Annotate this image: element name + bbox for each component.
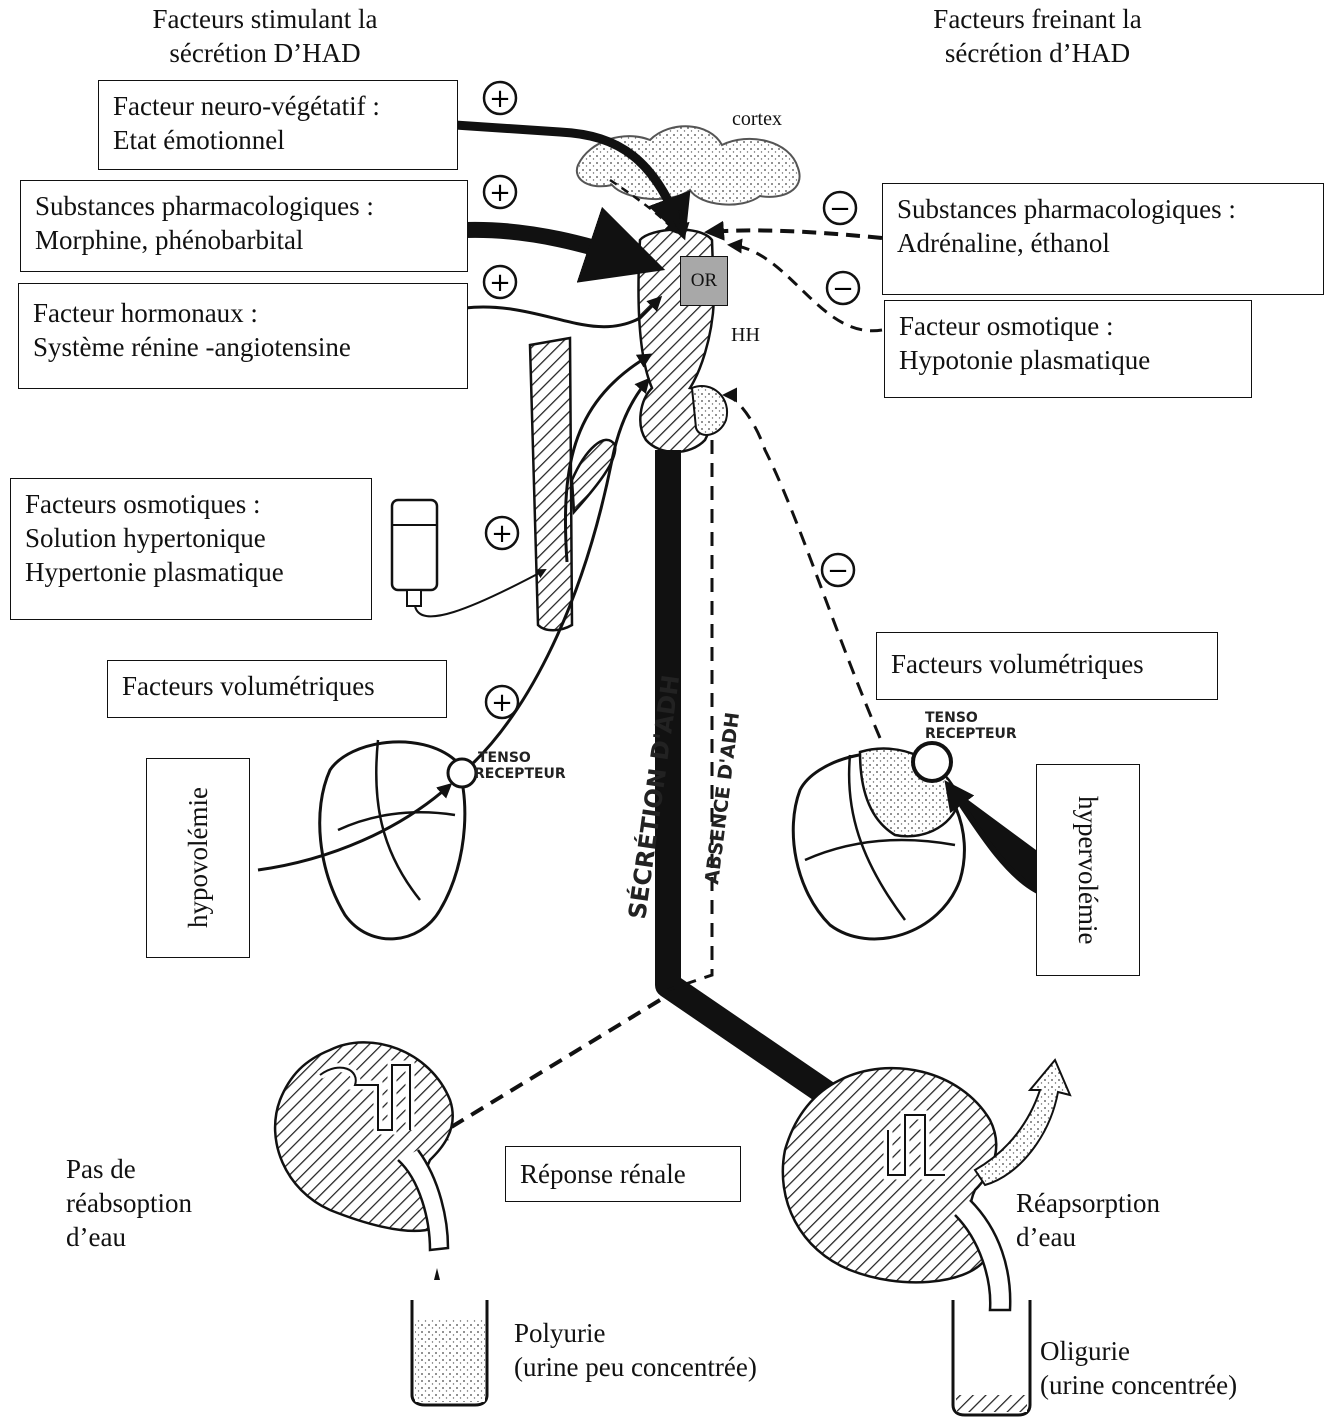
blood-vessel (530, 338, 572, 630)
baroreceptor-left (448, 759, 476, 787)
plus-sign-2: + (484, 176, 516, 208)
pharma-stim-title: Substances pharmacologiques : (35, 189, 453, 223)
hypovolemia-text: hypovolémie (181, 788, 215, 929)
renal-response-text: Réponse rénale (520, 1157, 726, 1191)
no-reabsorption-label: Pas de réabsoption d’eau (66, 1152, 192, 1254)
hormonal-detail: Système rénine -angiotensine (33, 330, 453, 364)
box-osmotic-inhibiting: Facteur osmotique : Hypotonie plasmatiqu… (884, 300, 1252, 398)
or-label: OR (680, 256, 728, 306)
osmotic-inhib-title: Facteur osmotique : (899, 309, 1237, 343)
header-stimulating-line2: sécrétion D’HAD (140, 36, 390, 70)
no-reabsorption-line1: Pas de (66, 1152, 192, 1186)
volumetric-stim-title: Facteurs volumétriques (122, 669, 432, 703)
reabsorption-line1: Réapsorption (1016, 1186, 1160, 1220)
header-inhibiting-line2: sécrétion d’HAD (905, 36, 1170, 70)
neuro-title: Facteur neuro-végétatif : (113, 89, 443, 123)
osmotic-inhib-detail: Hypotonie plasmatique (899, 343, 1237, 377)
box-volumetric-stimulating: Facteurs volumétriques (107, 660, 447, 718)
polyuria-line2: (urine peu concentrée) (514, 1350, 757, 1384)
no-reabsorption-line3: d’eau (66, 1220, 192, 1254)
svg-text:+: + (489, 178, 511, 208)
volumetric-inhib-title: Facteurs volumétriques (891, 647, 1203, 681)
perfusion-bag (392, 500, 437, 590)
no-reabsorption-line2: réabsoption (66, 1186, 192, 1220)
neuro-detail: Etat émotionnel (113, 123, 443, 157)
box-hormonal: Facteur hormonaux : Système rénine -angi… (18, 283, 468, 389)
osmotic-stim-detail2: Hypertonie plasmatique (25, 555, 357, 589)
hh-label: HH (731, 318, 760, 352)
cortex-label: cortex (732, 102, 782, 136)
posterior-pituitary (692, 386, 727, 435)
plus-sign-1: + (484, 82, 516, 114)
plus-sign-4: + (486, 517, 518, 549)
oliguria-label: Oligurie (urine concentrée) (1040, 1334, 1237, 1402)
pharma-stim-arrow (465, 230, 650, 265)
polyuria-line1: Polyurie (514, 1316, 757, 1350)
svg-text:+: + (489, 84, 511, 114)
baroreceptor-right (913, 743, 951, 781)
hypervolemia-text: hypervolémie (1071, 796, 1105, 944)
header-stimulating-line1: Facteurs stimulant la (140, 2, 390, 36)
hypervolemia-box: hypervolémie (1036, 764, 1140, 976)
box-osmotic-stimulating: Facteurs osmotiques : Solution hypertoni… (10, 478, 372, 620)
header-inhibiting: Facteurs freinant la sécrétion d’HAD (905, 2, 1170, 70)
box-neuro-vegetative: Facteur neuro-végétatif : Etat émotionne… (98, 80, 458, 170)
osmotic-stim-detail1: Solution hypertonique (25, 521, 357, 555)
pharma-inhib-title: Substances pharmacologiques : (897, 192, 1309, 226)
header-stimulating: Facteurs stimulant la sécrétion D’HAD (140, 2, 390, 70)
svg-text:+: + (491, 688, 513, 718)
svg-text:+: + (491, 519, 513, 549)
pharma-inhib-detail: Adrénaline, éthanol (897, 226, 1309, 260)
box-volumetric-inhibiting: Facteurs volumétriques (876, 632, 1218, 700)
svg-text:−: − (827, 556, 849, 586)
plus-sign-3: + (484, 266, 516, 298)
renal-response-box: Réponse rénale (505, 1146, 741, 1202)
box-pharma-inhibiting: Substances pharmacologiques : Adrénaline… (882, 183, 1324, 295)
tenso-left-1: TENSO (478, 750, 531, 766)
svg-text:−: − (829, 194, 851, 224)
volumetric-inhib-arrow (725, 395, 880, 738)
oliguria-line2: (urine concentrée) (1040, 1368, 1237, 1402)
hormonal-arrow (465, 298, 660, 327)
tenso-left-2: RECEPTEUR (474, 766, 566, 782)
minus-sign-1: − (824, 192, 856, 224)
reabsorption-label: Réapsorption d’eau (1016, 1186, 1160, 1254)
heart-left (320, 742, 465, 939)
hormonal-title: Facteur hormonaux : (33, 296, 453, 330)
hypovolemia-box: hypovolémie (146, 758, 250, 958)
drop (434, 1268, 440, 1280)
absence-text: ABSENCE D'ADH (701, 711, 744, 886)
plus-sign-5: + (486, 686, 518, 718)
polyuria-label: Polyurie (urine peu concentrée) (514, 1316, 757, 1384)
header-inhibiting-line1: Facteurs freinant la (905, 2, 1170, 36)
reabsorption-line2: d’eau (1016, 1220, 1160, 1254)
no-adh-to-kidney (430, 1000, 660, 1140)
minus-sign-2: − (827, 272, 859, 304)
osmotic-stim-title: Facteurs osmotiques : (25, 487, 357, 521)
tenso-right-2: RECEPTEUR (925, 726, 1017, 742)
oliguria-line1: Oligurie (1040, 1334, 1237, 1368)
svg-text:−: − (832, 274, 854, 304)
box-pharma-stimulating: Substances pharmacologiques : Morphine, … (20, 180, 468, 272)
pharma-inhib-arrow (708, 230, 882, 238)
svg-text:+: + (489, 268, 511, 298)
pharma-stim-detail: Morphine, phénobarbital (35, 223, 453, 257)
minus-sign-3: − (822, 554, 854, 586)
tenso-right-1: TENSO (925, 710, 978, 726)
